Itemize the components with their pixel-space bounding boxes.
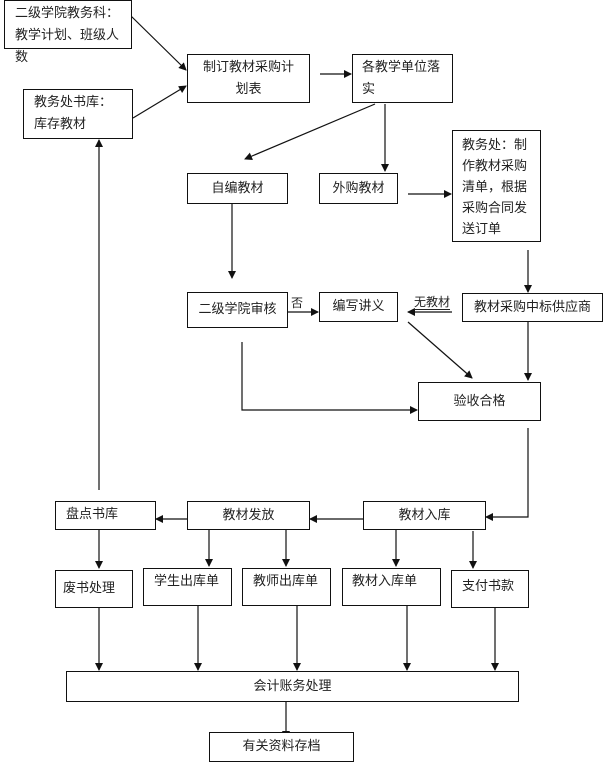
node-college-office: 二级学院教务科： 教学计划、班级人数 (4, 0, 132, 65)
node-label: 二级学院审核 (198, 302, 277, 317)
node-label: 教师出库单 (253, 574, 319, 589)
node-archive: 有关资料存档 (209, 732, 354, 762)
node-college-review: 二级学院审核 (187, 292, 288, 328)
node-winning-supplier: 教材采购中标供应商 (462, 293, 603, 322)
node-label: 学生出库单 (154, 574, 220, 589)
node-label: 教材采购中标供应商 (473, 299, 591, 315)
node-label: 各教学单位落 实 (362, 60, 441, 97)
node-label: 教材发放 (222, 507, 275, 523)
node-academic-affairs: 教务处：制 作教材采购 清单，根据 采购合同发 送订单 (452, 130, 541, 242)
node-student-outbound: 学生出库单 (143, 568, 232, 606)
node-label: 有关资料存档 (242, 739, 321, 754)
node-label: 编写讲义 (332, 299, 385, 314)
node-central-library: 教务处书库： 库存教材 (23, 89, 133, 139)
edge-review-to-acceptance (241, 342, 418, 414)
node-self-compiled: 自编教材 (187, 173, 288, 204)
node-acceptance: 验收合格 (418, 382, 541, 421)
node-label: 废书处理 (63, 581, 116, 596)
node-label: 教材入库单 (352, 574, 418, 589)
node-inventory-check: 盘点书库 (55, 501, 156, 530)
node-distribution: 教材发放 (187, 501, 310, 530)
node-write-handouts: 编写讲义 (319, 292, 398, 322)
node-label: 二级学院教务科： 教学计划、班级人数 (15, 6, 120, 65)
node-label: 教务处：制 作教材采购 清单，根据 采购合同发 送订单 (462, 138, 528, 237)
edge-acceptance-to-warehousing (485, 428, 529, 521)
node-label: 会计账务处理 (253, 678, 332, 694)
edge-handouts-to-acceptance (407, 321, 473, 379)
node-label: 验收合格 (453, 393, 506, 409)
node-scrap-processing: 废书处理 (55, 570, 133, 608)
node-label: 自编教材 (211, 180, 264, 196)
edge-label-no: 否 (291, 296, 304, 310)
node-warehousing-slip: 教材入库单 (342, 568, 441, 606)
node-label: 外购教材 (332, 180, 385, 196)
node-label: 制订教材采购计 划表 (202, 60, 294, 97)
node-label: 教务处书库： 库存教材 (34, 95, 113, 132)
edge-label-no-textbook: 无教材 (414, 295, 451, 309)
node-units-implement: 各教学单位落 实 (352, 54, 453, 103)
node-warehousing: 教材入库 (363, 501, 486, 530)
node-teacher-outbound: 教师出库单 (242, 568, 331, 606)
node-label: 支付书款 (462, 579, 515, 594)
node-label: 教材入库 (398, 507, 451, 523)
node-external-purchase: 外购教材 (319, 173, 398, 204)
node-pay-books: 支付书款 (451, 570, 529, 608)
node-make-plan: 制订教材采购计 划表 (187, 54, 310, 103)
edge-college-office-to-make-plan (130, 15, 187, 71)
node-label: 盘点书库 (66, 507, 119, 522)
node-accounting: 会计账务处理 (66, 671, 519, 702)
edge-central-library-to-make-plan (132, 85, 187, 119)
edge-units-to-self-compiled (244, 103, 376, 160)
